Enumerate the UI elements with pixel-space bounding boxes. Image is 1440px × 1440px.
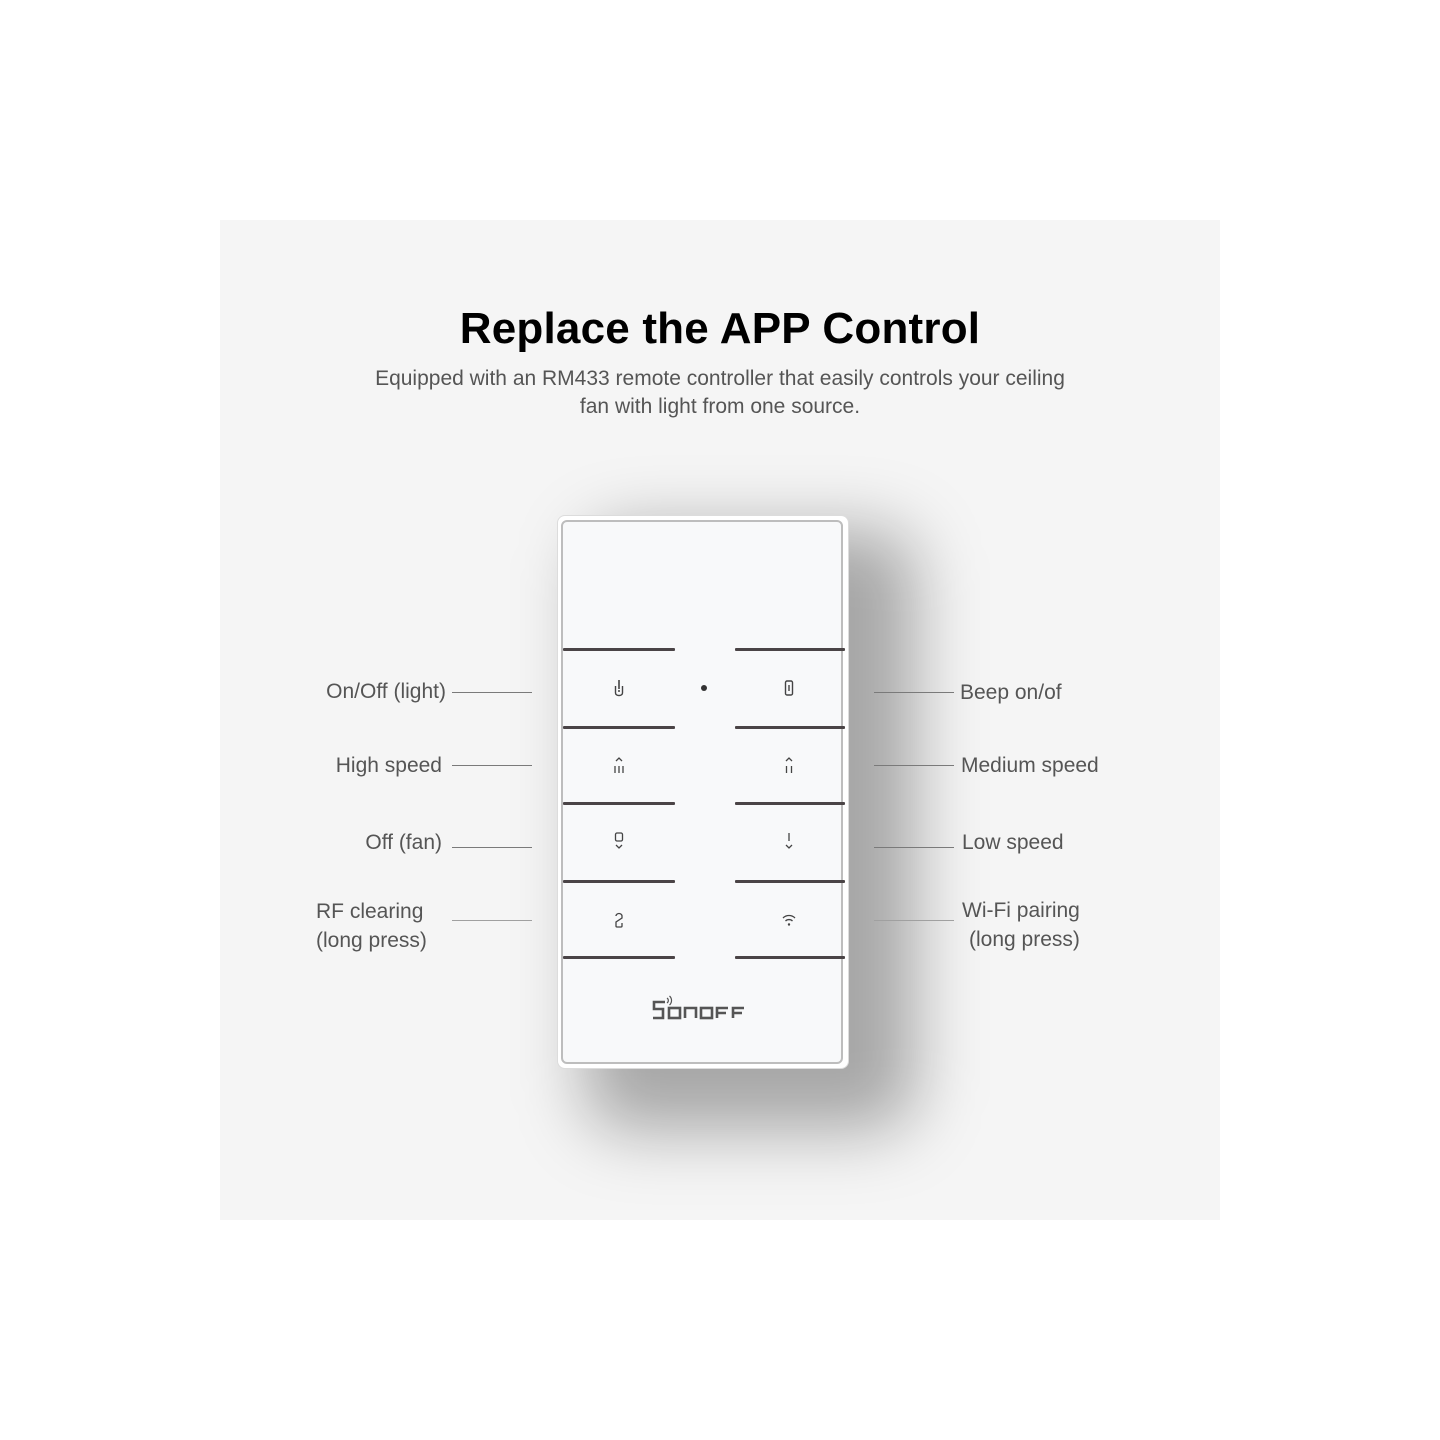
key-divider — [563, 648, 675, 651]
label-wifi-pairing-line1: Wi-Fi pairing — [962, 899, 1080, 922]
label-beep-toggle: Beep on/of — [960, 681, 1062, 704]
beep-toggle-button[interactable] — [733, 651, 845, 725]
label-rf-clearing-line2: (long press) — [316, 929, 427, 952]
subtitle-line-1: Equipped with an RM433 remote controller… — [375, 367, 1065, 390]
rf-clear-icon — [615, 912, 623, 928]
key-divider — [563, 802, 675, 805]
label-rf-clearing: RF clearing (long press) — [316, 897, 427, 955]
key-divider — [563, 726, 675, 729]
product-panel: Replace the APP Control Equipped with an… — [220, 220, 1220, 1220]
high-speed-button[interactable] — [563, 729, 675, 803]
rf-clearing-button[interactable] — [563, 883, 675, 957]
remote-face — [561, 520, 845, 1064]
page-title: Replace the APP Control — [459, 304, 981, 353]
leader-line — [452, 847, 532, 848]
sonoff-logo — [652, 995, 744, 1020]
status-led — [701, 685, 707, 691]
label-fan-off: Off (fan) — [365, 831, 442, 854]
key-divider — [735, 802, 845, 805]
label-wifi-pairing-line2: (long press) — [969, 928, 1080, 951]
subtitle-line-2: fan with light from one source. — [579, 395, 861, 418]
speed-high-icon — [614, 757, 624, 773]
remote-controller — [558, 516, 848, 1068]
light-toggle-button[interactable] — [563, 651, 675, 725]
speed-low-icon — [785, 833, 793, 849]
fan-off-button[interactable] — [563, 805, 675, 879]
label-high-speed: High speed — [335, 754, 442, 777]
leader-line — [874, 765, 954, 766]
label-light-toggle: On/Off (light) — [326, 680, 446, 703]
page-subtitle: Equipped with an RM433 remote controller… — [320, 365, 1120, 421]
light-power-icon — [614, 680, 624, 697]
wifi-pairing-button[interactable] — [733, 883, 845, 957]
wifi-icon — [782, 914, 796, 926]
leader-line — [874, 692, 954, 693]
speed-medium-icon — [785, 757, 793, 773]
beep-icon — [784, 680, 794, 696]
key-divider — [735, 956, 845, 959]
leader-line — [452, 692, 532, 693]
medium-speed-button[interactable] — [733, 729, 845, 803]
key-divider — [563, 880, 675, 883]
key-divider — [735, 726, 845, 729]
label-rf-clearing-line1: RF clearing — [316, 900, 424, 923]
fan-off-icon — [614, 832, 624, 849]
label-medium-speed: Medium speed — [961, 754, 1099, 777]
leader-line — [874, 847, 954, 848]
leader-line — [452, 920, 532, 921]
leader-line — [874, 920, 954, 921]
key-divider — [735, 880, 845, 883]
key-divider — [563, 956, 675, 959]
label-low-speed: Low speed — [962, 831, 1064, 854]
low-speed-button[interactable] — [733, 805, 845, 879]
key-divider — [735, 648, 845, 651]
label-wifi-pairing: Wi-Fi pairing (long press) — [962, 896, 1080, 954]
leader-line — [452, 765, 532, 766]
